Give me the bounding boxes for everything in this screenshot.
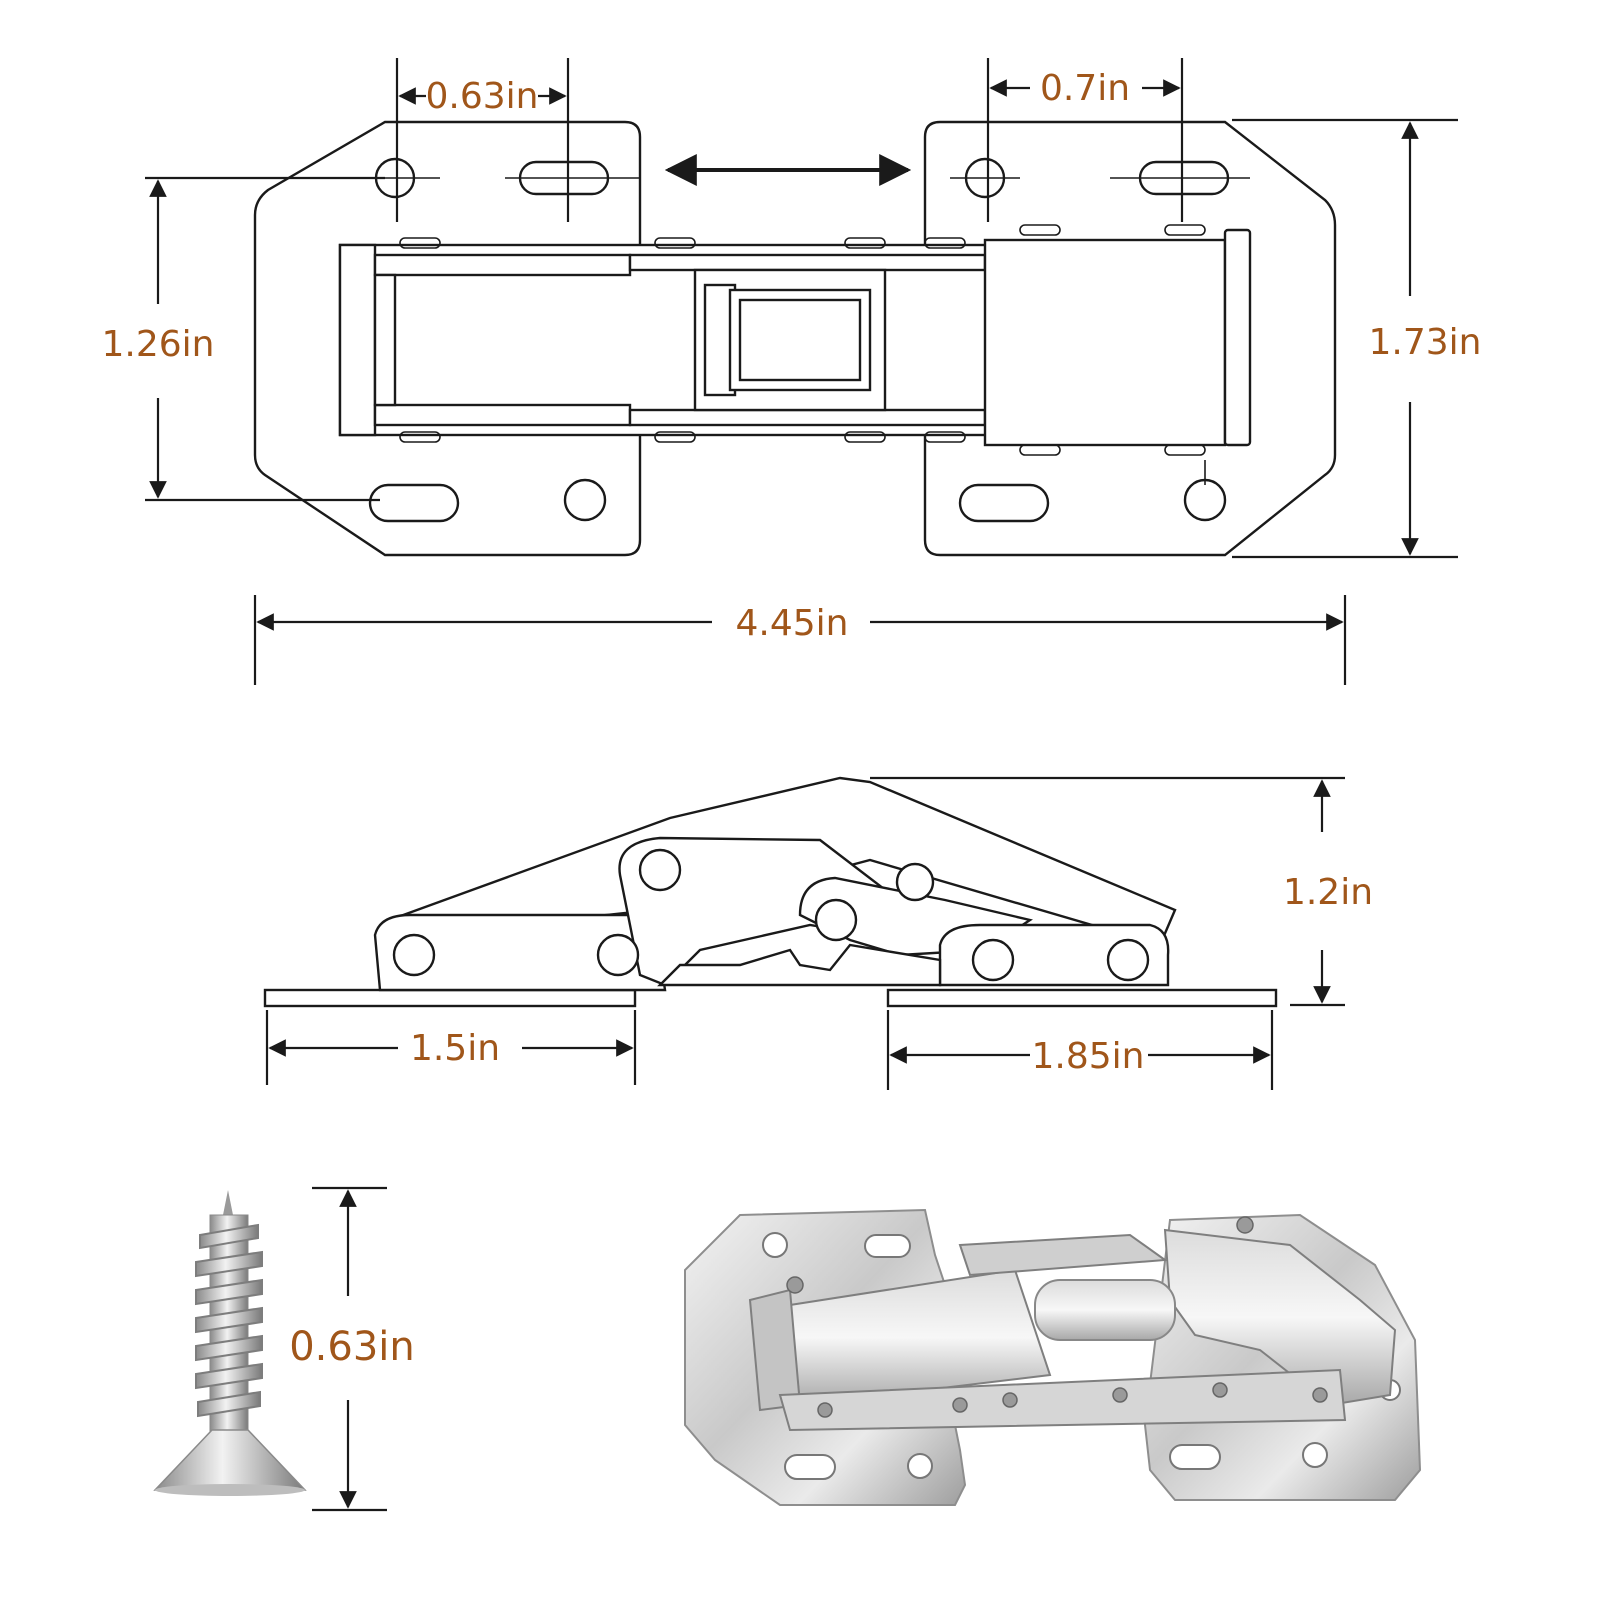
right-bottom-slot: [958, 483, 1050, 523]
label-overall-width: 4.45in: [736, 603, 849, 644]
dimension-side-right-plate: 1.85in: [886, 1010, 1274, 1090]
label-side-left-plate: 1.5in: [410, 1028, 500, 1069]
screw-image: [153, 1190, 307, 1496]
dimension-screw-length: 0.63in: [289, 1186, 415, 1512]
side-view-drawing: [263, 776, 1278, 1008]
dimension-side-left-plate: 1.5in: [265, 1010, 637, 1085]
label-height-left: 1.26in: [102, 324, 215, 365]
label-screw-length: 0.63in: [289, 1324, 415, 1370]
dimension-overall-width: 4.45in: [253, 595, 1347, 685]
top-view-drawing: [253, 120, 1337, 557]
label-side-height: 1.2in: [1283, 872, 1373, 913]
side-right-plate: [886, 988, 1278, 1008]
left-bottom-round-hole: [563, 478, 607, 522]
right-bottom-round-hole: [1183, 478, 1227, 522]
label-height-right: 1.73in: [1369, 322, 1482, 363]
side-left-plate: [263, 988, 637, 1008]
dimension-side-height: 1.2in: [870, 776, 1373, 1007]
label-top-hole-left: 0.63in: [426, 76, 539, 117]
label-top-hole-right: 0.7in: [1040, 68, 1130, 109]
hinge-product-photo: [684, 1208, 1422, 1506]
dimension-top-hole-right: 0.7in: [986, 58, 1184, 222]
dimension-height-left: 1.26in: [102, 176, 385, 502]
dimension-top-hole-left: 0.63in: [395, 58, 570, 222]
dimension-height-right: 1.73in: [1232, 118, 1482, 559]
hinge-arm-assembly: [338, 224, 1252, 456]
left-bottom-slot: [368, 483, 460, 523]
label-side-right-plate: 1.85in: [1032, 1036, 1145, 1077]
